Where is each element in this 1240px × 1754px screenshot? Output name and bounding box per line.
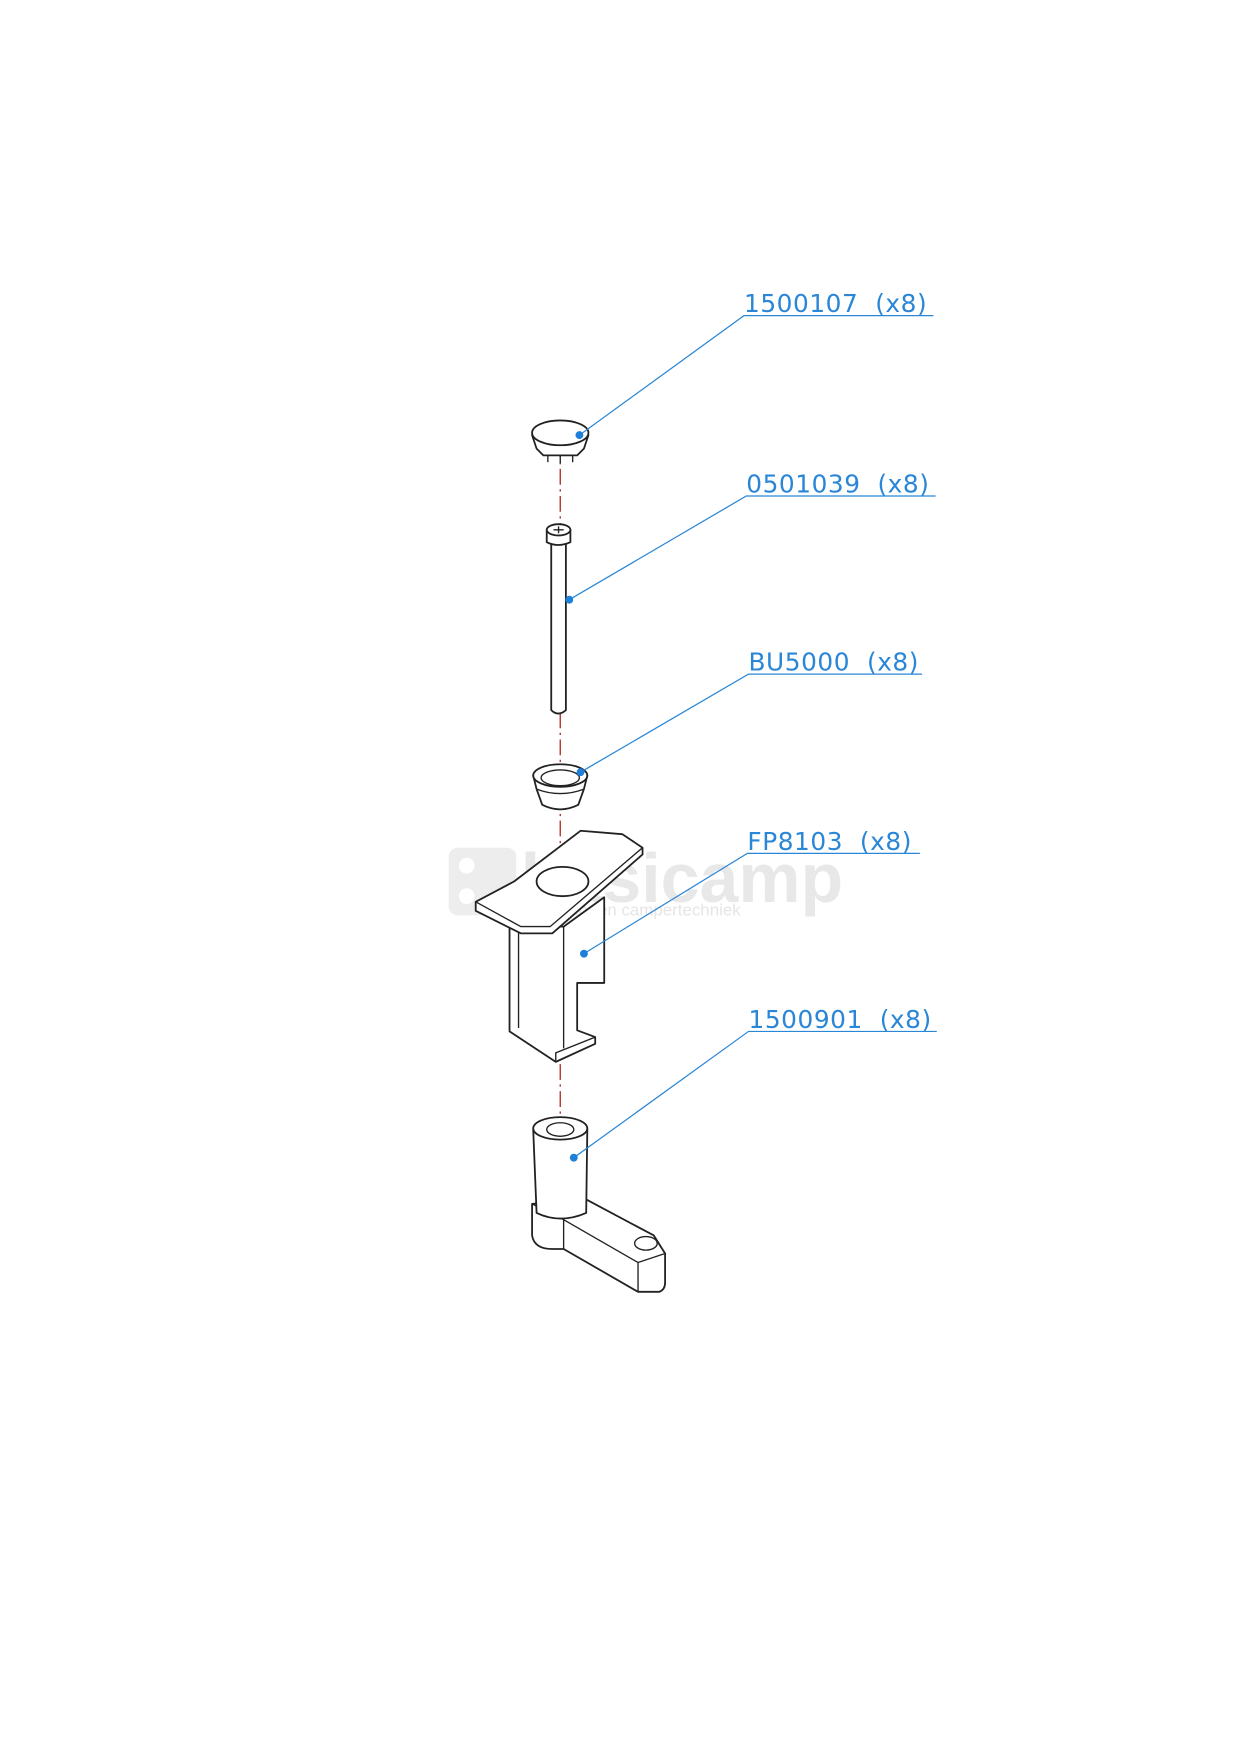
callout-dot xyxy=(576,768,585,777)
callout-FP8103: FP8103 (x8) xyxy=(579,827,920,958)
callout-dot xyxy=(565,595,574,604)
callout-dot xyxy=(575,431,584,440)
part-label: 1500901 (x8) xyxy=(749,1005,932,1034)
part-label: BU5000 (x8) xyxy=(749,648,920,677)
part-label: FP8103 (x8) xyxy=(747,827,912,856)
callout-1500901: 1500901 (x8) xyxy=(569,1005,937,1162)
part-BU5000-bushing xyxy=(532,763,589,811)
callout-0501039: 0501039 (x8) xyxy=(565,470,936,604)
part-1500107-cap xyxy=(531,419,590,464)
part-label: 0501039 (x8) xyxy=(746,470,929,499)
callout-1500107: 1500107 (x8) xyxy=(575,289,934,440)
part-0501039-screw xyxy=(545,523,572,715)
part-FP8103-bracket xyxy=(474,829,644,1063)
callout-dot xyxy=(579,949,588,958)
part-label: 1500107 (x8) xyxy=(744,289,927,318)
callout-dot xyxy=(569,1153,578,1162)
part-1500901-hinge-base xyxy=(531,1116,666,1293)
callout-BU5000: BU5000 (x8) xyxy=(576,648,923,777)
